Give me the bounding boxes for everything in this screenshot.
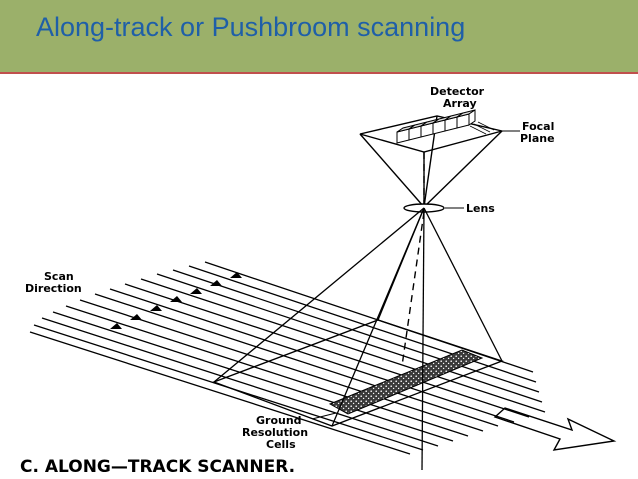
label-focal: Focal (522, 120, 554, 133)
label-direction: Direction (25, 282, 82, 295)
ground-resolution-cells (328, 349, 484, 415)
label-plane: Plane (520, 132, 555, 145)
label-leaders (311, 130, 520, 420)
label-cells: Cells (266, 438, 296, 451)
detector-array (396, 109, 476, 144)
scan-direction-arrows (110, 272, 242, 329)
label-detector: Detector (430, 85, 485, 98)
label-array: Array (443, 97, 477, 110)
focal-plane-hatching (469, 121, 495, 135)
label-resolution: Resolution (242, 426, 308, 439)
label-lens: Lens (466, 202, 495, 215)
optical-axis (401, 152, 425, 367)
flight-direction-arrow (493, 407, 617, 451)
diagram-caption: C. ALONG—TRACK SCANNER. (20, 457, 295, 477)
label-ground: Ground (256, 414, 302, 427)
slide-title: Along-track or Pushbroom scanning (36, 12, 466, 42)
label-scan: Scan (44, 270, 74, 283)
title-bar: Along-track or Pushbroom scanning (0, 0, 638, 74)
optical-rays (213, 207, 503, 471)
pushbroom-diagram: Detector Array Focal Plane Lens Scan Dir… (20, 85, 617, 477)
